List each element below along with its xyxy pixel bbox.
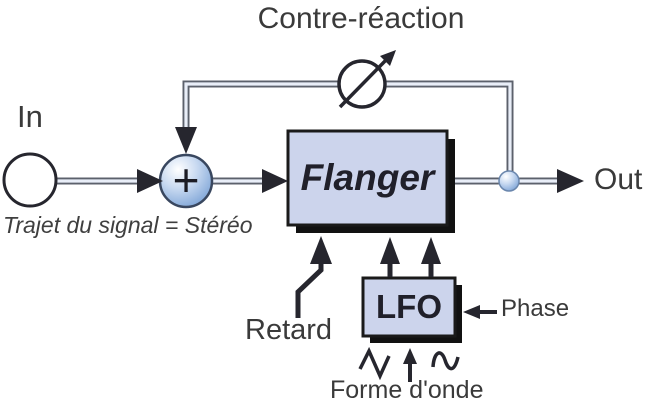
lfo-to-flanger-arrows <box>380 237 441 277</box>
arrowheads <box>137 127 584 193</box>
waveform-label: Forme d'onde <box>330 376 484 404</box>
triangle-wave-icon <box>358 346 391 381</box>
junction-node <box>498 170 520 192</box>
sum-to-flanger-arrowhead <box>262 169 288 193</box>
retard-label: Retard <box>245 314 333 346</box>
output-arrowhead <box>557 169 584 193</box>
input-arrowhead <box>137 169 163 193</box>
phase-arrow <box>463 305 497 319</box>
signal-path-note: Trajet du signal = Stéréo <box>3 212 253 238</box>
sine-wave-icon <box>431 351 460 371</box>
input-label: In <box>17 99 43 134</box>
phase-label: Phase <box>501 295 570 322</box>
feedback-knob-icon <box>337 50 396 109</box>
lfo-block-label: LFO <box>376 288 442 325</box>
output-label: Out <box>594 163 643 196</box>
waveform-input-arrow <box>403 348 417 382</box>
sum-plus-icon: + <box>172 154 200 206</box>
input-jack-icon <box>2 152 58 208</box>
flanger-block-label: Flanger <box>300 157 435 198</box>
flanger-box <box>286 129 455 233</box>
feedback-arrowhead <box>175 127 197 154</box>
retard-arrow <box>295 236 332 318</box>
feedback-label: Contre-réaction <box>257 2 465 35</box>
lfo-box <box>361 276 462 343</box>
